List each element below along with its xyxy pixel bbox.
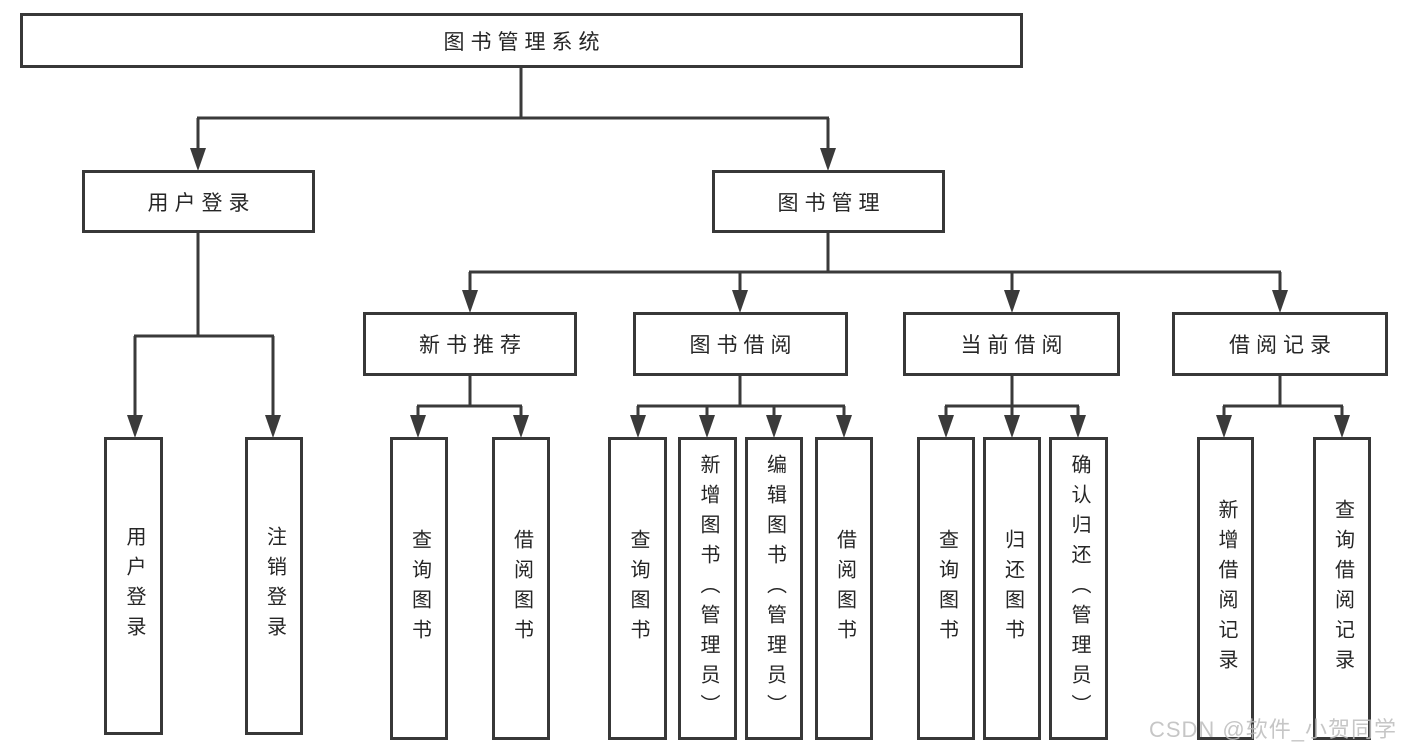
arrow-down-icon [836, 415, 852, 438]
node-query-books-recommend: 查询图书 [390, 437, 448, 740]
node-label: 新增图书（管理员） [697, 453, 719, 724]
node-label: 借阅记录 [1229, 334, 1337, 357]
node-label: 图书管理 [777, 191, 886, 215]
node-new-book-recommend: 新书推荐 [363, 312, 577, 376]
arrow-down-icon [190, 148, 206, 171]
node-label: 查询图书 [627, 528, 649, 649]
arrow-down-icon [1216, 415, 1232, 438]
node-label: 注销登录 [263, 526, 286, 646]
arrow-down-icon [699, 415, 715, 438]
arrow-down-icon [1070, 415, 1086, 438]
node-add-books-admin: 新增图书（管理员） [678, 437, 737, 740]
node-user-login: 用户登录 [82, 170, 315, 233]
arrow-down-icon [1334, 415, 1350, 438]
node-book-borrow: 图书借阅 [633, 312, 848, 376]
node-label: 归还图书 [1001, 528, 1024, 649]
node-edit-books-admin: 编辑图书（管理员） [745, 437, 803, 740]
node-current-borrow: 当前借阅 [903, 312, 1120, 376]
connector-user-login [133, 233, 275, 418]
node-label: 借阅图书 [510, 528, 533, 649]
node-label: 编辑图书（管理员） [763, 453, 786, 724]
node-label: 图书管理系统 [443, 30, 606, 54]
connector-root [196, 68, 830, 152]
node-label: 新增借阅记录 [1215, 498, 1237, 679]
node-label: 确认归还（管理员） [1068, 453, 1090, 724]
arrow-down-icon [732, 290, 748, 313]
arrow-down-icon [410, 415, 426, 438]
node-add-borrow-record: 新增借阅记录 [1197, 437, 1254, 740]
arrow-down-icon [1004, 290, 1020, 313]
arrow-down-icon [265, 415, 281, 438]
node-label: 查询借阅记录 [1331, 498, 1354, 679]
arrow-down-icon [938, 415, 954, 438]
node-return-books: 归还图书 [983, 437, 1041, 740]
node-label: 图书借阅 [689, 334, 798, 357]
node-label: 用户登录 [147, 191, 256, 215]
node-book-management: 图书管理 [712, 170, 945, 233]
connector-new-book-recommend [416, 376, 523, 418]
node-label: 用户登录 [123, 526, 145, 646]
node-label: 查询图书 [935, 528, 958, 649]
connector-book-management [468, 233, 1282, 293]
node-query-borrow-record: 查询借阅记录 [1313, 437, 1371, 740]
node-label: 借阅图书 [833, 528, 856, 649]
node-borrow-books-recommend: 借阅图书 [492, 437, 550, 740]
arrow-down-icon [462, 290, 478, 313]
arrow-down-icon [766, 415, 782, 438]
node-query-books-current: 查询图书 [917, 437, 975, 740]
arrow-down-icon [1004, 415, 1020, 438]
arrow-down-icon [630, 415, 646, 438]
node-user-login-leaf: 用户登录 [104, 437, 163, 735]
node-label: 新书推荐 [419, 334, 527, 357]
node-query-books-borrow: 查询图书 [608, 437, 667, 740]
node-confirm-return-admin: 确认归还（管理员） [1049, 437, 1108, 740]
node-label: 查询图书 [408, 528, 431, 649]
node-logout: 注销登录 [245, 437, 303, 735]
arrow-down-icon [820, 148, 836, 171]
node-library-management-system: 图书管理系统 [20, 13, 1023, 68]
csdn-watermark: CSDN @软件_小贺同学 [1148, 717, 1397, 742]
node-label: 当前借阅 [960, 334, 1069, 357]
connector-book-borrow [636, 376, 846, 418]
connector-borrow-records [1222, 376, 1344, 418]
node-borrow-records: 借阅记录 [1172, 312, 1388, 376]
connector-current-borrow [944, 376, 1080, 418]
arrow-down-icon [513, 415, 529, 438]
node-borrow-books-leaf: 借阅图书 [815, 437, 873, 740]
arrow-down-icon [1272, 290, 1288, 313]
arrow-down-icon [127, 415, 143, 438]
